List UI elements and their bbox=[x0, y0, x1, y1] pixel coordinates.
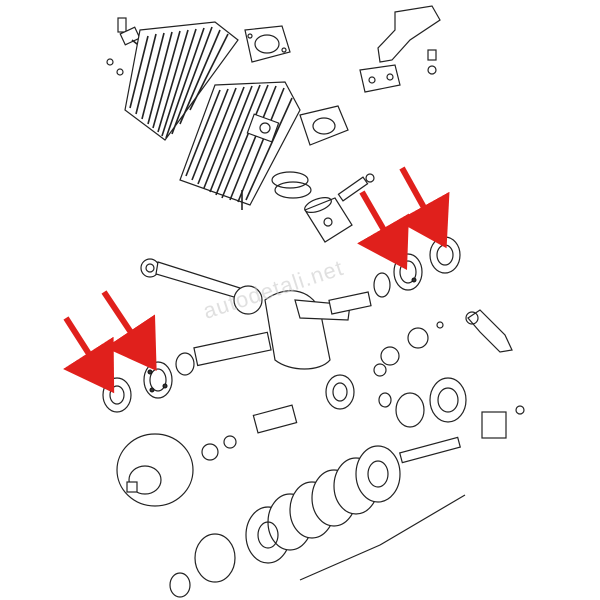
cylinder bbox=[179, 81, 301, 210]
piston-rings bbox=[271, 171, 312, 199]
kick-start-parts bbox=[325, 309, 525, 439]
crankshaft bbox=[193, 272, 391, 370]
clutch-basket bbox=[116, 433, 194, 507]
piston-pin bbox=[337, 173, 375, 202]
clutch-plates bbox=[169, 445, 466, 598]
arrow-bearing-right bbox=[357, 190, 409, 270]
arrow-seal-right bbox=[397, 166, 450, 249]
piston bbox=[304, 197, 353, 243]
arrow-seal-left bbox=[63, 316, 115, 394]
arrow-bearing-left bbox=[101, 290, 157, 371]
main-bearing-right bbox=[393, 253, 423, 291]
oil-seal-left bbox=[102, 377, 132, 413]
gearbox-shaft bbox=[201, 404, 462, 464]
main-bearing-left bbox=[143, 361, 173, 399]
head-gasket bbox=[244, 25, 291, 63]
connecting-rod bbox=[140, 258, 263, 315]
oil-seal-right bbox=[429, 236, 461, 274]
shim-left bbox=[175, 352, 195, 376]
base-gasket bbox=[299, 105, 349, 146]
exhaust-manifold bbox=[359, 5, 441, 93]
cylinder-head bbox=[124, 21, 239, 141]
